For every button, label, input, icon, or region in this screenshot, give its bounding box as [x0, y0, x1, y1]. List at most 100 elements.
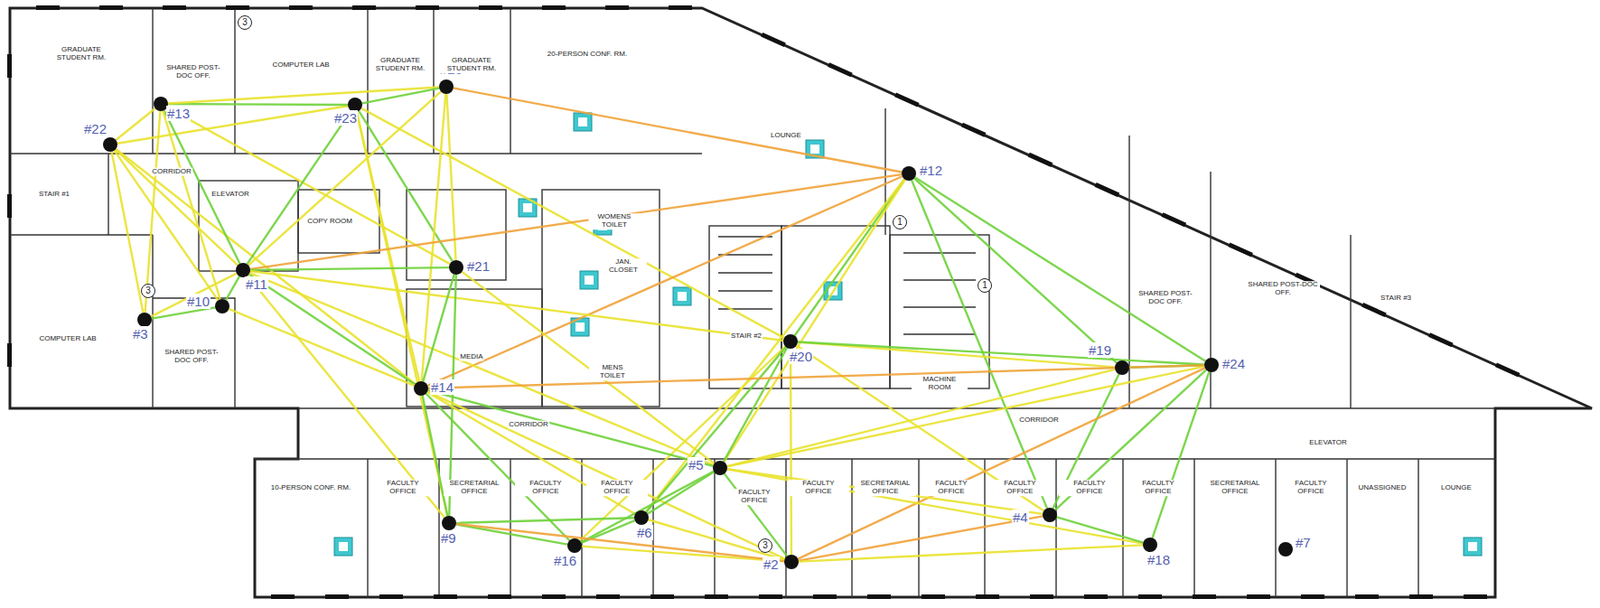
radio-link [797, 367, 1206, 559]
window [668, 5, 693, 10]
window [1361, 302, 1387, 318]
node-number: #3 [131, 326, 150, 342]
window [1028, 152, 1054, 168]
node-number: #7 [1294, 534, 1312, 551]
window [1029, 594, 1054, 599]
radio-link [115, 108, 156, 141]
window [36, 5, 60, 10]
room-label: FACULTY OFFICE [372, 479, 434, 496]
room-label: 10-PERSON CONF. RM. [270, 484, 352, 493]
window [542, 5, 566, 10]
radio-link [422, 274, 455, 383]
room-label: CORRIDOR [1018, 416, 1060, 425]
sensor-node: #5 [712, 460, 728, 476]
window [325, 594, 349, 599]
node-number: #11 [244, 276, 269, 292]
radio-link [145, 111, 161, 313]
window [99, 5, 123, 10]
radio-link [456, 517, 635, 524]
window [760, 32, 786, 47]
room-label: MEDIA [458, 353, 484, 362]
sensor-node: #12 [901, 166, 917, 181]
room-label: LOUNGE [1440, 484, 1473, 493]
node-number: #5 [687, 457, 705, 473]
radio-link [150, 273, 237, 318]
room-label: COPY ROOM [306, 217, 354, 226]
room-label: UNASSIGNED [1357, 484, 1408, 493]
window [1246, 594, 1271, 599]
room-label: SHARED POST-DOC OFF. [1245, 280, 1320, 298]
node-number: #9 [439, 530, 458, 546]
window [1300, 594, 1325, 599]
radio-link [427, 176, 902, 386]
node-number: #12 [918, 162, 944, 178]
sensor-node: #18 [1142, 537, 1158, 553]
node-number: #22 [83, 121, 108, 137]
window [1192, 594, 1217, 599]
window [827, 62, 853, 77]
window [7, 54, 12, 78]
radio-link [580, 471, 714, 543]
window [433, 594, 458, 599]
room-label: FACULTY OFFICE [920, 479, 983, 496]
window [1084, 594, 1108, 599]
radio-link [421, 93, 447, 382]
window [271, 594, 295, 599]
room-label: FACULTY OFFICE [723, 488, 786, 506]
radio-link [727, 369, 1115, 467]
radio-link [446, 93, 456, 261]
window [1227, 243, 1254, 258]
radio-link [797, 342, 1115, 368]
window [961, 122, 987, 138]
sensor-node: #23 [347, 97, 363, 113]
window [1463, 594, 1488, 599]
room-label: JAN. CLOSET [599, 258, 647, 275]
node-number: #20 [788, 348, 814, 365]
radio-link [798, 515, 1043, 561]
sensor-node: #13 [153, 96, 169, 112]
radio-link [453, 87, 902, 172]
room-label: SHARED POST-DOC OFF. [159, 348, 225, 365]
callout-number: 1 [977, 278, 992, 293]
radio-link [112, 151, 144, 313]
radio-link [647, 471, 714, 514]
room-label: FACULTY OFFICE [586, 479, 648, 496]
radio-link [727, 366, 1205, 468]
room-label: ELEVATOR [210, 190, 250, 199]
window [921, 594, 946, 599]
window [1094, 182, 1121, 197]
radio-link [723, 347, 787, 462]
node-number: #10 [186, 293, 211, 309]
radio-link [250, 271, 784, 341]
room-label: WOMENS TOILET [589, 213, 641, 230]
access-point-icon [580, 271, 599, 290]
window [894, 92, 920, 107]
radio-link [356, 112, 448, 516]
radio-link [795, 179, 906, 337]
callout-number: 1 [892, 215, 908, 230]
radio-link [798, 544, 1143, 562]
radio-link [167, 107, 450, 264]
sensor-node: #2 [784, 554, 799, 570]
radio-link [115, 149, 238, 265]
room-label: FACULTY OFFICE [514, 479, 577, 496]
window [542, 594, 566, 599]
radio-link [422, 395, 449, 516]
radio-link [168, 102, 348, 106]
radio-link [914, 177, 1117, 363]
window [1355, 594, 1379, 599]
sensor-node: #7 [1278, 542, 1293, 557]
sensor-node: #20 [783, 334, 798, 349]
sensor-node: #19 [1114, 360, 1130, 375]
window [487, 594, 512, 599]
window [225, 5, 250, 10]
access-point-icon [573, 112, 592, 131]
node-number: #18 [1146, 552, 1171, 568]
room-label: 20-PERSON CONF. RM. [546, 50, 628, 59]
radio-link [727, 468, 1143, 543]
sensor-node: #4 [1042, 507, 1058, 523]
radio-link [162, 111, 220, 300]
callout-number: 3 [237, 15, 253, 30]
